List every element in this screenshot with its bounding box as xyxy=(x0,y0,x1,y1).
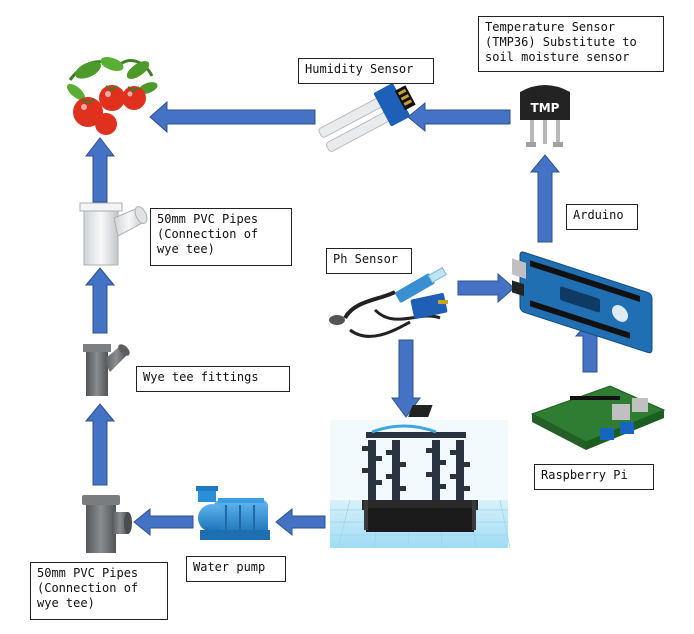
arrow-tower-to-pump xyxy=(275,507,326,537)
pvc-pipes-bottom-label: 50mm PVC Pipes (Connection of wye tee) xyxy=(30,562,168,620)
arrow-pump-to-pvc xyxy=(133,507,194,537)
humidity-sensor-label: Humidity Sensor xyxy=(298,58,434,84)
raspberry-pi-board-icon xyxy=(408,385,666,450)
arrow-ph-to-arduino xyxy=(457,272,515,304)
ph-sensor-icon xyxy=(329,266,448,338)
water-pump-label: Water pump xyxy=(186,556,286,582)
pvc-pipe-grey-icon xyxy=(82,495,132,553)
arrow-humidity-to-plant xyxy=(149,100,316,134)
ph-sensor-label: Ph Sensor xyxy=(326,248,412,274)
pvc-wye-tee-white-icon xyxy=(79,202,148,266)
wye-tee-fittings-label: Wye tee fittings xyxy=(136,366,290,392)
arrow-temperature-to-humidity xyxy=(407,101,511,133)
arrow-pvc-to-plant xyxy=(84,137,116,203)
arrow-pvc-to-wye xyxy=(84,403,116,486)
wye-tee-fitting-icon xyxy=(83,344,130,396)
arrow-arduino-to-temperature xyxy=(529,154,561,243)
tomato-plant-icon xyxy=(66,57,158,135)
humidity-sensor-icon xyxy=(318,83,416,152)
hydroponic-tower-icon xyxy=(330,420,511,549)
water-pump-icon xyxy=(196,486,270,540)
arrow-wye-to-pvc xyxy=(84,267,116,334)
arduino-board-icon xyxy=(512,251,653,354)
tmp-chip-text: TMP xyxy=(531,101,560,115)
temperature-sensor-label: Temperature Sensor (TMP36) Substitute to… xyxy=(478,16,664,72)
arduino-label: Arduino xyxy=(566,204,638,230)
pvc-pipes-top-label: 50mm PVC Pipes (Connection of wye tee) xyxy=(150,208,292,266)
temperature-sensor-icon: TMP xyxy=(520,85,570,147)
raspberry-pi-label: Raspberry Pi xyxy=(534,464,654,490)
